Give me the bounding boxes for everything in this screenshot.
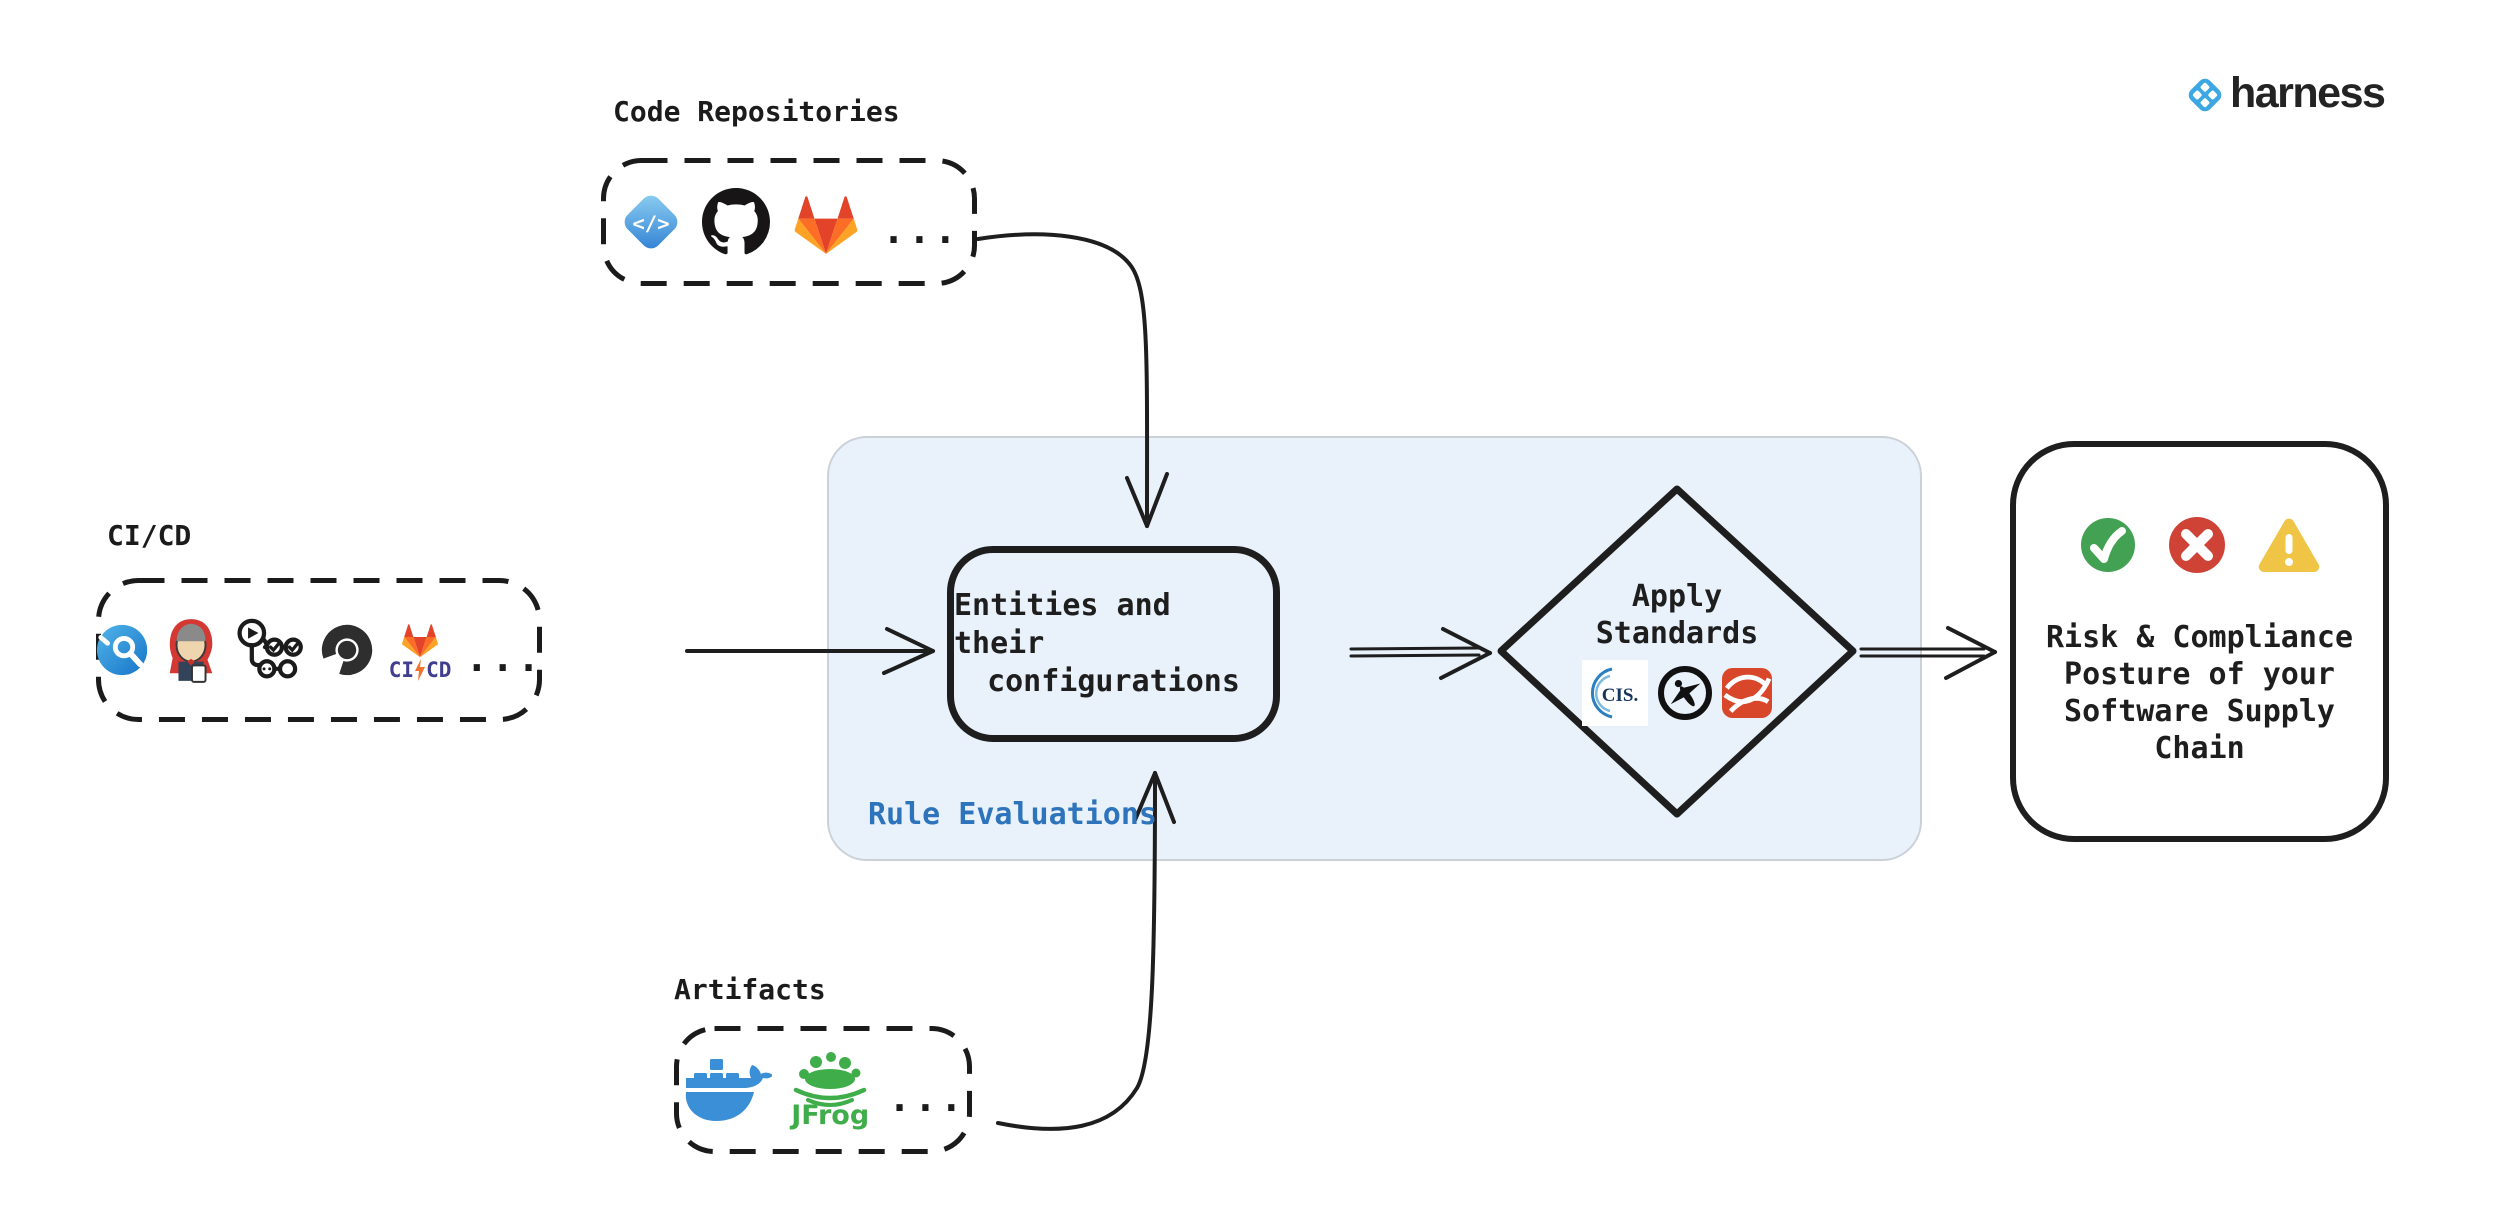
arrow-code-repos-to-entities — [976, 232, 1169, 528]
github-actions-icon — [237, 618, 304, 679]
code-repositories-box: </> ... — [600, 157, 978, 287]
arrow-cicd-to-entities — [685, 627, 935, 675]
code-repositories-label: Code Repositories — [613, 95, 900, 128]
jfrog-icon: JFrog — [788, 1052, 872, 1131]
gitlab-cicd-fox-icon — [402, 624, 439, 658]
apply-standards-diamond — [1497, 485, 1857, 818]
jfrog-splash-icon — [793, 1052, 867, 1107]
azure-repos-icon: </> — [624, 195, 678, 249]
gitlab-cicd-text-left: CI — [388, 658, 415, 682]
artifacts-label: Artifacts — [674, 973, 826, 1006]
harness-wordmark: harness — [2230, 69, 2386, 117]
arrow-artifacts-to-entities — [996, 771, 1176, 1131]
arrow-standards-to-risk — [1859, 626, 1997, 680]
gitlab-cicd-icon: CI CD — [388, 619, 452, 682]
harness-logo: harness — [2185, 69, 2386, 118]
entities-line-2: configurations — [987, 664, 1240, 699]
jenkins-icon — [169, 619, 213, 683]
cis-icon: CIS. — [1582, 660, 1648, 726]
harness-logo-icon — [2188, 78, 2222, 112]
jfrog-wordmark: JFrog — [791, 1100, 870, 1131]
apply-standards-content: Apply Standards CIS. — [1501, 489, 1853, 815]
svg-text:CIS.: CIS. — [1602, 685, 1638, 706]
entities-box: Entities and their configurations — [947, 546, 1280, 742]
cicd-box: CI CD ... — [95, 577, 543, 723]
risk-line-1: Risk & Compliance — [2045, 620, 2354, 655]
standards-icons-row: CIS. — [1582, 660, 1772, 726]
standards-red-ribbon-icon — [1722, 668, 1772, 718]
gitlab-cicd-text-right: CD — [426, 658, 452, 682]
x-circle-icon — [2168, 517, 2225, 573]
risk-posture-text: Risk & Compliance Posture of your Softwa… — [2046, 619, 2353, 767]
harness-ci-icon — [96, 624, 148, 676]
circleci-icon — [321, 624, 372, 676]
risk-line-4: Chain — [2154, 731, 2245, 766]
code-repositories-ellipsis: ... — [882, 208, 960, 252]
cicd-ellipsis: ... — [465, 636, 543, 680]
risk-line-2: Posture of your — [2064, 657, 2335, 692]
status-icons-row — [2079, 515, 2321, 575]
artifacts-ellipsis: ... — [888, 1076, 966, 1120]
check-circle-icon — [2080, 518, 2135, 572]
gitlab-icon — [794, 196, 858, 254]
risk-posture-box: Risk & Compliance Posture of your Softwa… — [2010, 441, 2389, 842]
entities-line-1: Entities and their — [954, 588, 1171, 661]
artifacts-box: JFrog ... — [673, 1025, 973, 1155]
apply-standards-line-1: Apply — [1631, 579, 1723, 614]
risk-line-3: Software Supply — [2064, 694, 2335, 729]
rule-evaluations-label: Rule Evaluations — [868, 797, 1157, 832]
github-icon — [702, 188, 771, 255]
warning-triangle-icon — [2258, 518, 2319, 573]
owasp-icon — [1658, 666, 1712, 720]
apply-standards-line-2: Standards — [1595, 616, 1759, 651]
arrow-entities-to-standards — [1349, 627, 1492, 680]
svg-text:</>: </> — [633, 211, 670, 235]
cicd-label: CI/CD — [107, 519, 192, 552]
docker-icon — [685, 1059, 773, 1121]
lightning-bolt-icon — [415, 659, 426, 681]
